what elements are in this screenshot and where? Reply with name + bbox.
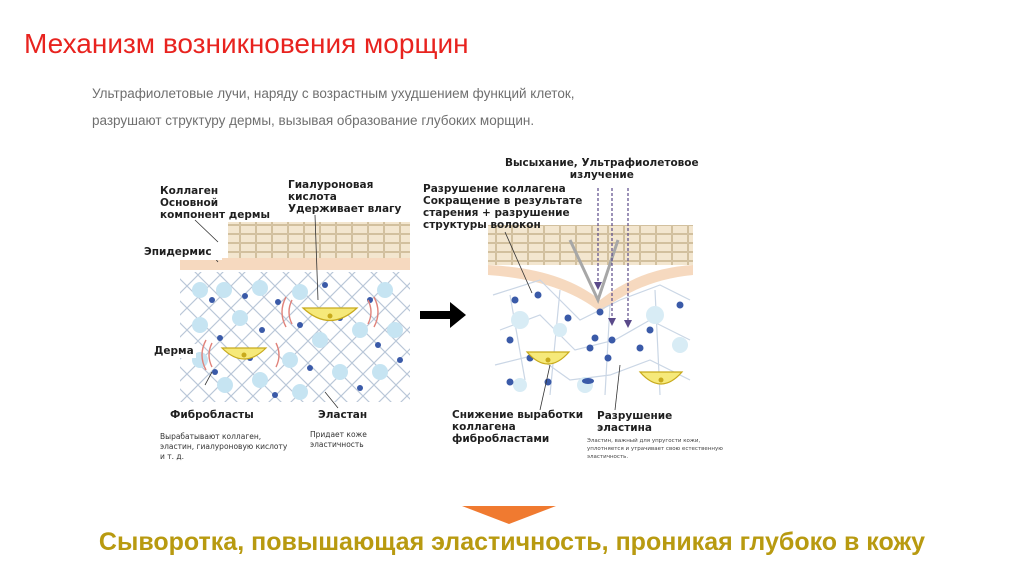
- left-callout-lines: [194, 214, 339, 409]
- right-callout-lines: [504, 231, 621, 411]
- right-dermis-cells: [511, 306, 688, 393]
- fibroblast-cell-2: [201, 339, 280, 371]
- conclusion-text: Сыворотка, повышающая эластичность, прон…: [98, 528, 926, 556]
- label-epidermis: Эпидермис: [142, 244, 222, 260]
- label-dryness-uv: Высыхание, Ультрафиолетовое излучение: [505, 157, 699, 181]
- label-fibroblasts: Фибробласты: [170, 409, 254, 421]
- elastin-description: Эластин, важный для упругости кожи, упло…: [587, 438, 723, 460]
- fibroblast-cell-1: [281, 296, 379, 328]
- label-collagen: Коллаген Основной компонент дермы: [160, 185, 270, 221]
- label-elastin-destruction: Разрушение эластина: [597, 410, 673, 434]
- right-epidermis-base: [488, 265, 693, 312]
- left-epidermis-base: [180, 258, 410, 270]
- down-arrow: [462, 506, 556, 524]
- uv-rays: [597, 188, 629, 320]
- label-dermis: Дерма: [152, 344, 196, 358]
- right-blue-dots: [506, 291, 684, 386]
- fibroblast-cell-4: [638, 371, 684, 385]
- right-epidermis: [488, 225, 693, 265]
- wrinkle-fold: [568, 239, 620, 305]
- subtitle: Ультрафиолетовые лучи, наряду с возрастн…: [92, 80, 692, 134]
- subtitle-line-2: разрушают структуру дермы, вызывая образ…: [92, 113, 535, 128]
- left-skin-panel: [180, 214, 410, 409]
- fibroblasts-description: Вырабатывают коллаген, эластин, гиалурон…: [160, 432, 288, 461]
- label-elastan: Эластан: [318, 409, 368, 421]
- uv-ray-arrowheads: [594, 282, 632, 328]
- label-reduced-production: Снижение выработки коллагена фибробласта…: [452, 409, 584, 445]
- label-hyaluronic-acid: Гиалуроновая кислота Удерживает влагу: [288, 179, 402, 215]
- fibroblast-cell-3: [525, 351, 571, 365]
- page-title: Механизм возникновения морщин: [24, 28, 469, 59]
- label-collagen-destruction: Разрушение коллагена Сокращение в резуль…: [423, 183, 583, 231]
- elastan-description: Придает коже эластичность: [310, 430, 367, 449]
- right-skin-panel: [488, 188, 693, 411]
- left-dermis-cells: [192, 280, 403, 400]
- subtitle-line-1: Ультрафиолетовые лучи, наряду с возрастн…: [92, 86, 575, 101]
- transition-arrow: [420, 302, 466, 328]
